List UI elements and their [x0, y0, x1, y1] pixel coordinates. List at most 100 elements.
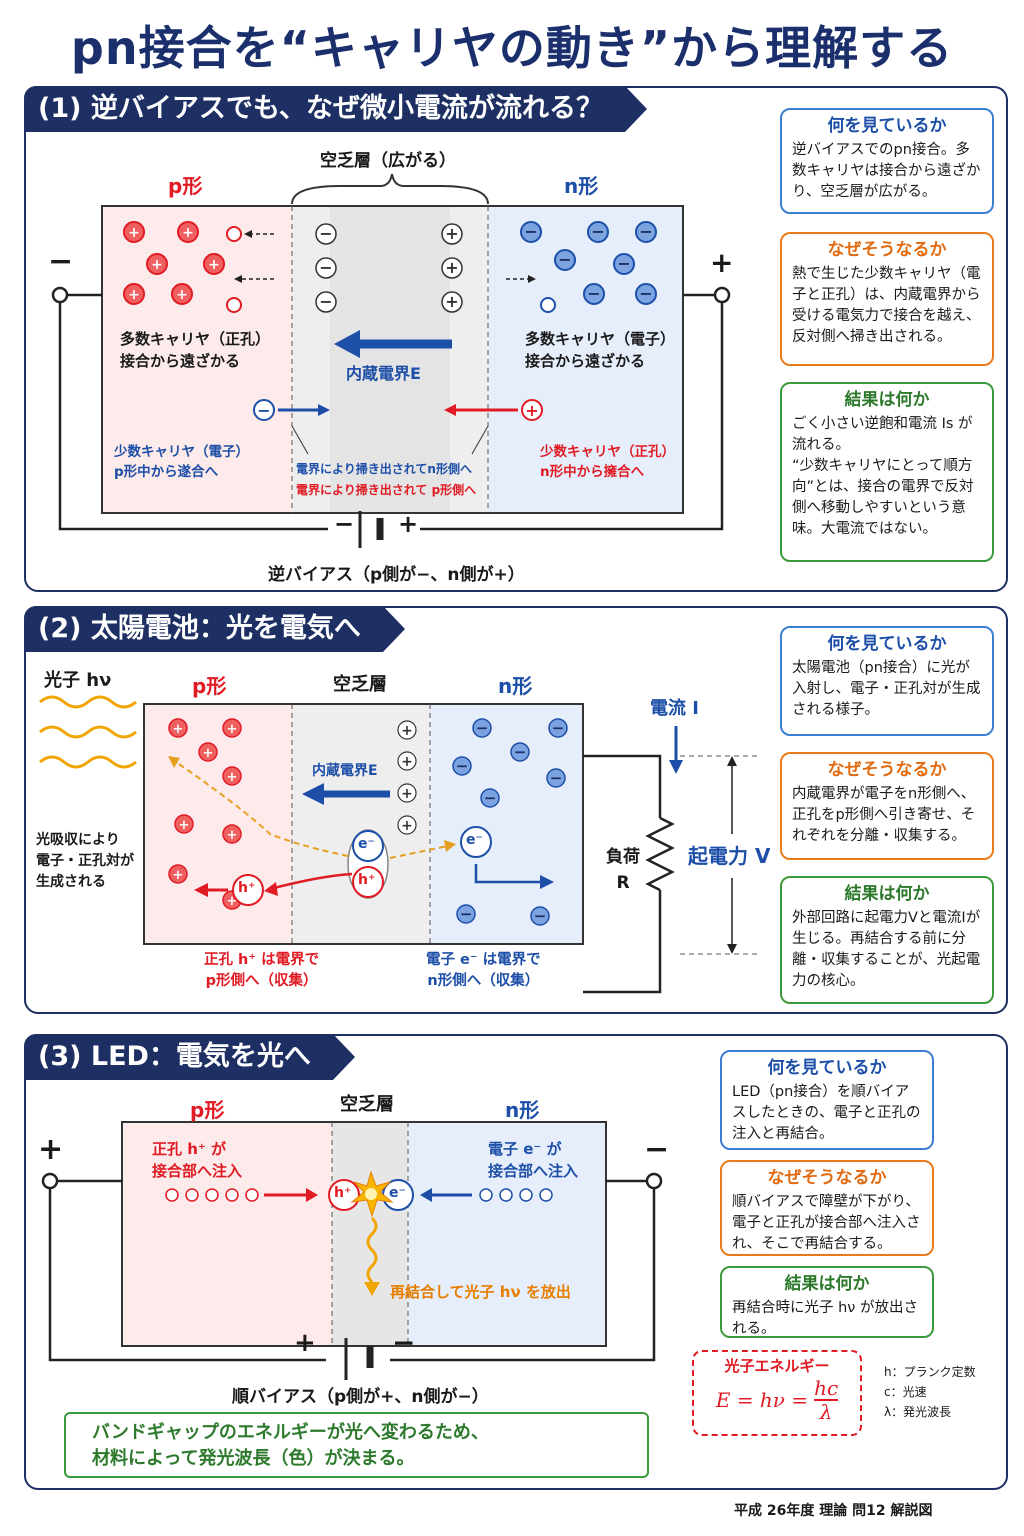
s1-battery-label: 逆バイアス（p側が−、n側が+） [268, 565, 525, 585]
s1-minus-terminal: − [48, 244, 74, 279]
s3-n-label: n形 [505, 1098, 540, 1122]
svg-text:+: + [128, 225, 140, 241]
svg-text:+: + [227, 894, 238, 909]
s3-dep-label: 空乏層 [340, 1094, 394, 1115]
svg-text:+: + [525, 401, 538, 420]
svg-text:−: − [456, 757, 469, 775]
s1-plus-terminal: + [710, 246, 734, 279]
s2-field-label: 内蔵電界E [312, 763, 378, 779]
footer-source: 平成 26年度 理論 問12 解説図 [734, 1503, 933, 1519]
s3-formula-box: 光子エネルギー E = hν = hc λ [692, 1350, 862, 1436]
svg-text:+: + [445, 292, 458, 311]
s2-electron-moving: e⁻ [466, 832, 483, 848]
s3-electron-symbol: e⁻ [389, 1185, 406, 1201]
svg-text:+: + [401, 754, 413, 770]
section2-header: (2) 太陽電池：光を電気へ [24, 606, 405, 652]
svg-text:+: + [128, 287, 140, 303]
svg-text:+: + [227, 722, 238, 737]
s1-depletion-label: 空乏層（広がる） [320, 151, 456, 171]
s3-hole-symbol: h⁺ [334, 1185, 352, 1201]
s1-sweep-n: 電界により掃き出されてn形側へ [296, 462, 472, 476]
s3-hole-inject: 正孔 h⁺ が接合部へ注入 [152, 1140, 243, 1180]
s3-electron-inject: 電子 e⁻ が接合部へ注入 [488, 1140, 579, 1180]
svg-text:+: + [176, 287, 188, 303]
section1-header: (1) 逆バイアスでも、なぜ微小電流が流れる？ [24, 86, 648, 132]
svg-text:−: − [534, 907, 547, 925]
section3-diagram [41, 1121, 663, 1380]
svg-text:+: + [203, 746, 214, 761]
section3-header: (3) LED：電気を光へ [24, 1034, 355, 1080]
svg-text:−: − [524, 222, 537, 241]
svg-text:−: − [617, 254, 630, 273]
s2-box-what: 何を見ているか太陽電池（pn接合）に光が入射し、電子・正孔対が生成される様子。 [780, 626, 994, 736]
svg-text:−: − [460, 905, 473, 923]
svg-text:−: − [550, 769, 563, 787]
svg-text:+: + [401, 786, 413, 802]
s3-emit-label: 再結合して光子 hν を放出 [390, 1283, 571, 1301]
svg-text:+: + [173, 722, 184, 737]
formula-lhs: E = hν = [715, 1387, 809, 1412]
svg-text:+: + [173, 868, 184, 883]
s3-minus-terminal: − [644, 1132, 670, 1167]
s3-note-box: バンドギャップのエネルギーが光へ変わるため、 材料によって発光波長（色）が決まる… [64, 1412, 649, 1478]
svg-text:−: − [319, 258, 332, 277]
s3-battery-plus: + [294, 1328, 316, 1358]
s1-box-result: 結果は何かごく小さい逆飽和電流 Is が流れる。“少数キャリヤにとって順方向”と… [780, 382, 994, 562]
svg-text:−: − [476, 719, 489, 737]
s3-battery-minus: − [392, 1326, 416, 1359]
s2-box-why: なぜそうなるか内蔵電界が電子をn形側へ、正孔をp形側へ引き寄せ、それぞれを分離・… [780, 752, 994, 860]
svg-text:−: − [552, 719, 565, 737]
formula-denominator: λ [819, 1400, 833, 1424]
s3-box-why: なぜそうなるか順バイアスで障壁が下がり、電子と正孔が接合部へ注入され、そこで再結… [720, 1160, 934, 1256]
formula-numerator: hc [814, 1376, 839, 1401]
s1-field-label: 内蔵電界E [346, 364, 421, 383]
svg-text:−: − [558, 250, 571, 269]
section2-diagram: ++++ ++++ −−−− −−−− ++++ [39, 695, 760, 994]
s1-box-why: なぜそうなるか熱で生じた少数キャリヤ（電子と正孔）は、内蔵電界から受ける電気力で… [780, 232, 994, 366]
s2-dep-label: 空乏層 [333, 674, 387, 695]
s2-pair-hole: h⁺ [358, 872, 376, 888]
svg-text:−: − [591, 222, 604, 241]
svg-text:+: + [179, 818, 190, 833]
svg-text:−: − [319, 224, 332, 243]
s1-n-label: n形 [564, 174, 599, 198]
s3-plus-terminal: + [38, 1132, 64, 1167]
s2-n-label: n形 [498, 674, 533, 698]
s1-box-what: 何を見ているか逆バイアスでのpn接合。多数キャリヤは接合から遠ざかり、空乏層が広… [780, 108, 994, 214]
s3-box-result: 結果は何か再結合時に光子 hν が放出される。 [720, 1266, 934, 1338]
svg-text:+: + [445, 258, 458, 277]
svg-text:−: − [484, 789, 497, 807]
svg-text:+: + [401, 723, 413, 739]
svg-text:+: + [227, 828, 238, 843]
svg-text:−: − [587, 284, 600, 303]
s1-battery-plus: + [398, 510, 419, 538]
s1-p-major-text: 多数キャリヤ（正孔）接合から遠ざかる [120, 330, 271, 370]
s2-current-label: 電流 I [650, 698, 699, 719]
s1-sweep-p: 電界により掃き出されて p形側へ [296, 483, 477, 497]
s3-p-label: p形 [190, 1098, 225, 1122]
s2-p-label: p形 [192, 674, 227, 698]
svg-text:+: + [401, 818, 413, 834]
s1-n-minor-text: 少数キャリヤ（正孔）n形中から擁合へ [540, 444, 675, 480]
svg-text:−: − [639, 222, 652, 241]
section1-diagram: +++ +++ −−− −−−− −−− +++ − + [51, 173, 731, 548]
svg-text:+: + [227, 770, 238, 785]
s2-photon-label: 光子 hν [44, 670, 112, 691]
svg-text:−: − [319, 292, 332, 311]
s1-battery-minus: − [334, 510, 355, 538]
s2-emf-label: 起電力 V [688, 840, 771, 869]
s3-battery-label: 順バイアス（p側が+、n側が−） [232, 1387, 489, 1407]
s2-box-result: 結果は何か外部回路に起電力Vと電流Iが生じる。再結合する前に分離・収集することが… [780, 876, 994, 1004]
svg-text:+: + [208, 257, 220, 273]
s2-hole-moving: h⁺ [238, 880, 256, 896]
s1-p-minor-text: 少数キャリヤ（電子）p形中から遂合へ [114, 444, 249, 480]
svg-text:+: + [445, 224, 458, 243]
s2-pair-electron: e⁻ [358, 836, 375, 852]
svg-text:−: − [514, 743, 527, 761]
s1-p-label: p形 [168, 174, 203, 198]
svg-text:−: − [639, 284, 652, 303]
